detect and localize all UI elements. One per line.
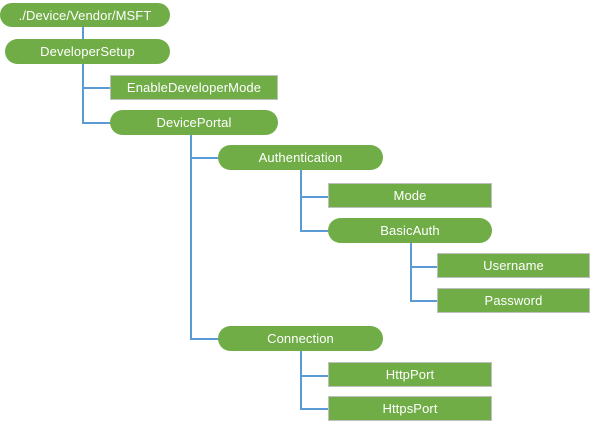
- node-mode-label: Mode: [393, 188, 427, 203]
- connector-trunk-basic-auth: [410, 243, 412, 302]
- connector-branch-mode: [300, 196, 329, 198]
- connector-trunk-developer-setup: [82, 63, 84, 124]
- node-authentication[interactable]: Authentication: [218, 145, 383, 170]
- connector-trunk-device-portal: [190, 135, 192, 339]
- node-authentication-label: Authentication: [258, 150, 343, 165]
- node-username[interactable]: Username: [437, 253, 590, 278]
- connector-branch-http-port: [300, 375, 329, 377]
- connector-branch-device-portal: [82, 122, 111, 124]
- connector-branch-https-port: [300, 408, 329, 410]
- connector-branch-enable-developer-mode: [82, 87, 111, 89]
- connector-branch-password: [410, 300, 438, 302]
- connector-branch-connection: [190, 338, 219, 340]
- node-password[interactable]: Password: [437, 288, 590, 313]
- node-https-port[interactable]: HttpsPort: [328, 396, 492, 421]
- node-connection[interactable]: Connection: [218, 326, 383, 351]
- node-device-portal-label: DevicePortal: [156, 115, 232, 130]
- node-basic-auth[interactable]: BasicAuth: [328, 218, 492, 243]
- node-http-port[interactable]: HttpPort: [328, 362, 492, 387]
- connector-branch-basic-auth: [300, 230, 329, 232]
- node-basic-auth-label: BasicAuth: [380, 223, 440, 238]
- node-root-label: ./Device/Vendor/MSFT: [18, 7, 152, 23]
- node-password-label: Password: [484, 293, 543, 308]
- node-developer-setup-label: DeveloperSetup: [40, 44, 135, 59]
- node-username-label: Username: [483, 258, 544, 273]
- node-enable-developer-mode-label: EnableDeveloperMode: [126, 80, 262, 95]
- connector-branch-username: [410, 266, 438, 268]
- node-connection-label: Connection: [267, 331, 334, 346]
- node-developer-setup[interactable]: DeveloperSetup: [5, 39, 170, 64]
- node-http-port-label: HttpPort: [385, 367, 435, 382]
- connector-root-to-developer-setup: [82, 26, 84, 39]
- connector-branch-authentication: [190, 157, 219, 159]
- node-device-portal[interactable]: DevicePortal: [110, 110, 278, 135]
- connector-trunk-connection: [300, 351, 302, 410]
- connector-trunk-authentication: [300, 170, 302, 232]
- node-mode[interactable]: Mode: [328, 183, 492, 208]
- node-root[interactable]: ./Device/Vendor/MSFT: [0, 3, 170, 27]
- node-enable-developer-mode[interactable]: EnableDeveloperMode: [110, 75, 278, 100]
- node-https-port-label: HttpsPort: [382, 401, 438, 416]
